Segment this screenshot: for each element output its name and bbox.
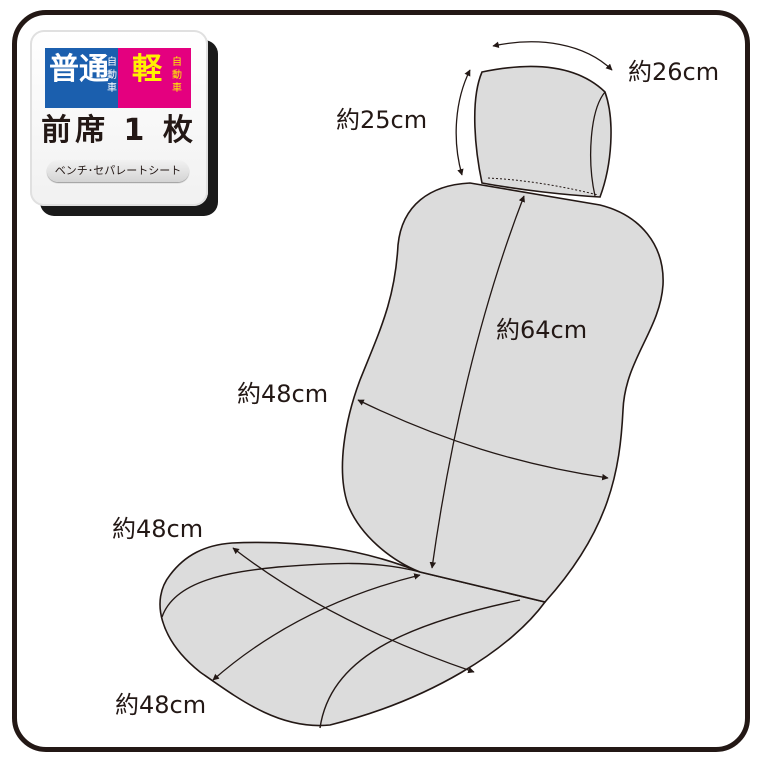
vehicle-type-row: 普通 自動車 軽 自動車 <box>45 48 191 108</box>
headrest <box>473 65 612 198</box>
dimension-arrows <box>212 41 613 681</box>
kei-car-tag: 軽 自動車 <box>118 48 191 108</box>
backrest <box>341 182 664 603</box>
seat-type-pill: ベンチ･セパレートシート <box>47 160 189 182</box>
headrest-width-label: 約26cm <box>628 58 720 86</box>
regular-car-tag: 普通 自動車 <box>45 48 118 108</box>
kei-car-suffix: 自動車 <box>172 57 182 94</box>
seat-width-label: 約48cm <box>115 691 207 719</box>
backrest-width-label: 約48cm <box>237 380 329 408</box>
seat-depth-label: 約48cm <box>112 515 204 543</box>
backrest-height-label: 約64cm <box>496 316 588 344</box>
regular-car-suffix: 自動車 <box>107 57 117 94</box>
kei-car-text: 軽 <box>132 52 162 87</box>
vehicle-compatibility-badge: 普通 自動車 軽 自動車 前席 1 枚 ベンチ･セパレートシート <box>30 30 208 206</box>
regular-car-text: 普通 <box>49 52 109 87</box>
headrest-height-label: 約25cm <box>336 106 428 134</box>
front-seat-count: 前席 1 枚 <box>41 113 197 148</box>
